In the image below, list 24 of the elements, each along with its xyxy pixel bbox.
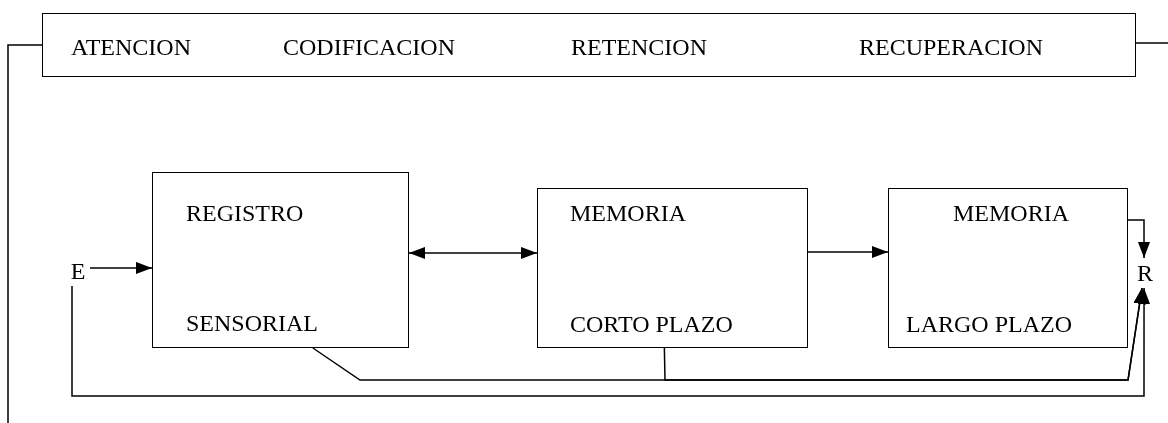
stage-label: RECUPERACION [859, 35, 1044, 59]
box-label: SENSORIAL [186, 311, 318, 335]
arrow [807, 246, 889, 258]
box-label: MEMORIA [953, 201, 1069, 225]
output-label: R [1133, 258, 1157, 288]
arrow [1127, 219, 1150, 259]
arrow [663, 287, 1146, 381]
box-label: CORTO PLAZO [570, 312, 733, 336]
stage-bar [42, 13, 1136, 77]
memory-box [537, 188, 808, 348]
memory-box [888, 188, 1128, 348]
connector-line [1135, 42, 1168, 44]
box-label: REGISTRO [186, 201, 304, 225]
input-label: E [66, 256, 90, 286]
stage-label: RETENCION [571, 35, 707, 59]
connector-line [7, 44, 43, 423]
box-label: LARGO PLAZO [906, 312, 1072, 336]
arrow [408, 246, 538, 259]
box-label: MEMORIA [570, 201, 686, 225]
stage-label: ATENCION [71, 35, 191, 59]
arrow [71, 285, 1151, 397]
memory-box [152, 172, 409, 348]
stage-label: CODIFICACION [283, 35, 455, 59]
arrow [89, 261, 153, 274]
